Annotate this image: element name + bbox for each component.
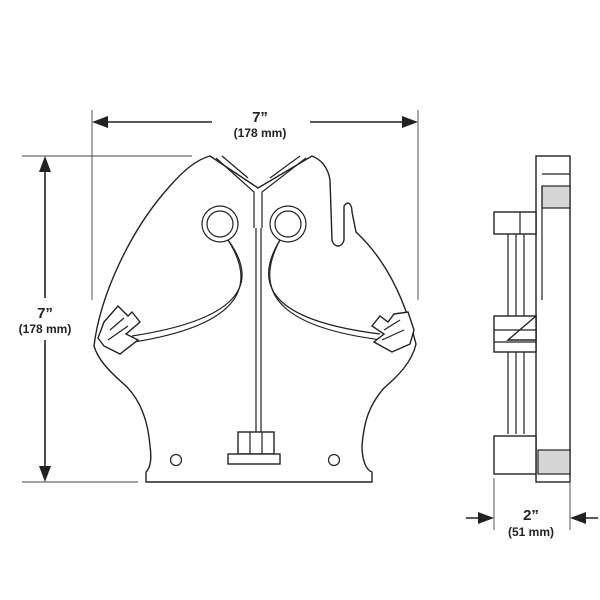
side-bottom-bracket	[493, 435, 571, 475]
width-arrow-left	[92, 116, 108, 128]
left-eye-ring	[201, 205, 239, 243]
right-notch-inner	[269, 155, 301, 179]
left-notch-line	[215, 157, 255, 228]
height-label-imperial: 7”	[37, 305, 53, 322]
width-dimension: 7” (178 mm)	[91, 109, 419, 300]
side-stud	[493, 211, 537, 235]
width-label-metric: (178 mm)	[234, 126, 287, 140]
depth-dimension: 2” (51 mm)	[466, 478, 598, 539]
left-cross-wire	[131, 239, 243, 337]
front-view	[93, 155, 417, 483]
right-clip	[370, 311, 415, 353]
side-middle-bracket	[493, 314, 537, 353]
height-arrow-top	[39, 156, 51, 172]
height-dimension: 7” (178 mm)	[19, 155, 192, 483]
height-label-metric: (178 mm)	[19, 322, 72, 336]
left-notch-inner	[221, 155, 249, 179]
mount-plate-outline	[93, 155, 417, 483]
depth-arrow-right	[570, 512, 586, 524]
right-eye-ring	[269, 205, 307, 243]
width-label-imperial: 7”	[252, 109, 268, 126]
left-cross-wire-2	[133, 239, 242, 343]
side-view	[493, 155, 571, 483]
depth-arrow-left	[478, 512, 494, 524]
right-mounting-hole	[327, 453, 341, 467]
depth-label-metric: (51 mm)	[508, 525, 554, 539]
bottom-clip	[227, 431, 281, 465]
width-arrow-right	[402, 116, 418, 128]
right-cross-wire	[268, 239, 381, 335]
right-notch-line	[261, 157, 307, 228]
right-cross-wire-2	[269, 239, 383, 341]
height-arrow-bottom	[39, 466, 51, 482]
left-clip	[97, 304, 141, 355]
side-top-cap	[541, 185, 571, 209]
depth-label-imperial: 2”	[523, 507, 539, 524]
left-mounting-hole	[169, 453, 183, 467]
